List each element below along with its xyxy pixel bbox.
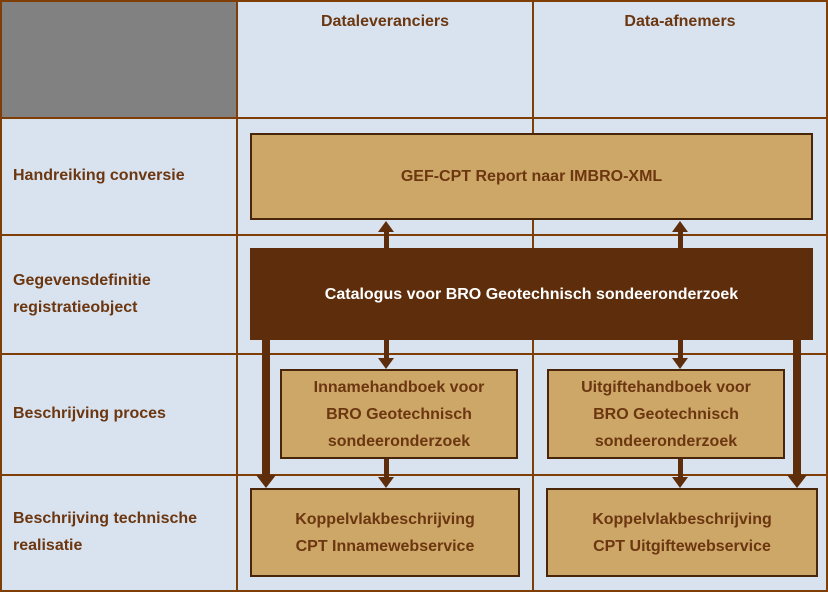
grid-line-horizontal-3 <box>2 353 826 355</box>
arrow-down-uitgiftehandboek-to-koppelvlak <box>670 459 690 488</box>
arrow-up-catalogus-to-gef-left <box>376 221 396 249</box>
grid-line-horizontal-4 <box>2 474 826 476</box>
arrow-down-catalogus-to-uitgiftehandboek <box>670 339 690 369</box>
arrow-down-innamehandboek-to-koppelvlak <box>376 459 396 488</box>
row-label-handreiking-conversie: Handreiking conversie <box>13 167 185 184</box>
header-data-afnemers: Data-afnemers <box>624 13 736 30</box>
arrow-down-catalogus-to-innamehandboek <box>376 339 396 369</box>
box-innamehandboek: Innamehandboek voor BRO Geotechnisch son… <box>280 369 518 459</box>
box-uitgiftehandboek: Uitgiftehandboek voor BRO Geotechnisch s… <box>547 369 785 459</box>
row-label-gegevensdefinitie-registratieobject: Gegevensdefinitie registratieobject <box>13 271 151 316</box>
grid-line-vertical-labels <box>236 2 238 590</box>
box-koppelvlak-uitgiftewebservice: Koppelvlakbeschrijving CPT Uitgiftewebse… <box>546 488 818 577</box>
arrow-up-catalogus-to-gef-right <box>670 221 690 249</box>
row-label-beschrijving-proces: Beschrijving proces <box>13 405 166 422</box>
box-catalogus: Catalogus voor BRO Geotechnisch sondeero… <box>250 248 813 340</box>
header-dataleveranciers: Dataleveranciers <box>320 13 450 30</box>
arrow-long-catalogus-to-koppelvlak-right <box>787 339 807 488</box>
arrow-long-catalogus-to-koppelvlak-left <box>256 339 276 488</box>
grid-line-horizontal-2 <box>2 234 826 236</box>
corner-cell <box>2 2 238 119</box>
box-gef-cpt-report: GEF-CPT Report naar IMBRO-XML <box>250 133 813 220</box>
grid-line-horizontal-1 <box>2 117 826 119</box>
box-koppelvlak-innamewebservice: Koppelvlakbeschrijving CPT Innamewebserv… <box>250 488 520 577</box>
row-label-beschrijving-technische-realisatie: Beschrijving technische realisatie <box>13 510 198 554</box>
